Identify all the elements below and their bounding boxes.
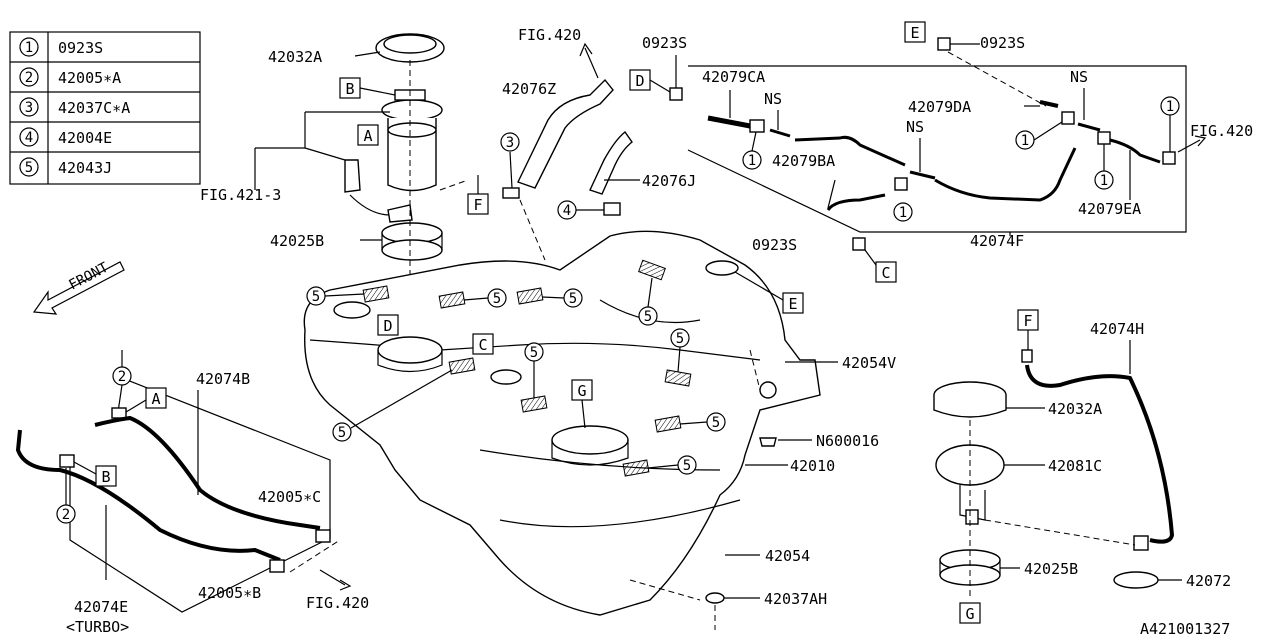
label-NS: NS xyxy=(906,118,924,136)
label-0923S: 0923S xyxy=(980,34,1025,52)
ref-box: D xyxy=(635,72,644,90)
label-42074E: 42074E xyxy=(74,598,128,616)
legend-part: 42004E xyxy=(58,129,112,147)
label-42079BA: 42079BA xyxy=(772,152,835,170)
callout-1: 1 xyxy=(1021,133,1029,149)
callout-5: 5 xyxy=(644,309,652,325)
label-42032A-right: 42032A xyxy=(1048,400,1102,418)
label-0923S: 0923S xyxy=(752,236,797,254)
label-42025B: 42025B xyxy=(270,232,324,250)
label-42032A: 42032A xyxy=(268,48,322,66)
callout-5: 5 xyxy=(493,291,501,307)
filler-hose: FIG.420 42076Z 42076J 3 4 xyxy=(500,26,696,261)
label-42074H: 42074H xyxy=(1090,320,1144,338)
ref-box: A xyxy=(151,390,160,408)
label-42081C: 42081C xyxy=(1048,457,1102,475)
label-42079CA: 42079CA xyxy=(702,68,765,86)
legend-num: 3 xyxy=(25,100,33,116)
callout-1: 1 xyxy=(899,205,907,221)
label-42074F: 42074F xyxy=(970,232,1024,250)
label-N600016: N600016 xyxy=(816,432,879,450)
legend-table: 1 0923S 2 42005∗A 3 42037C∗A 4 42004E 5 … xyxy=(9,31,201,185)
ref-box: A xyxy=(363,127,372,145)
legend-row: 3 42037C∗A xyxy=(19,97,130,117)
legend-part: 42043J xyxy=(58,159,112,177)
legend-row: 1 0923S xyxy=(19,37,103,57)
legend-part: 42005∗A xyxy=(58,69,121,87)
ref-box: F xyxy=(1023,312,1032,330)
label-42076Z: 42076Z xyxy=(502,80,556,98)
ref-box: B xyxy=(101,468,110,486)
label-turbo: <TURBO> xyxy=(66,618,129,636)
legend-row: 2 42005∗A xyxy=(19,67,121,87)
callout-5: 5 xyxy=(569,291,577,307)
callout-5: 5 xyxy=(683,458,691,474)
ref-box: G xyxy=(965,605,974,623)
legend-part: 0923S xyxy=(58,39,103,57)
label-42025B-right: 42025B xyxy=(1024,560,1078,578)
label-42005B: 42005∗B xyxy=(198,584,261,602)
front-arrow: FRONT xyxy=(32,259,125,315)
label-42076J: 42076J xyxy=(642,172,696,190)
ref-box: E xyxy=(910,24,919,42)
legend-num: 4 xyxy=(25,130,33,146)
fuel-tank: 5 5 5 5 5 5 5 5 5 D C G E 42054V N60001 xyxy=(303,230,896,630)
legend-part: 42037C∗A xyxy=(58,99,130,117)
ref-box: C xyxy=(881,264,890,282)
label-fig420-right: FIG.420 xyxy=(1190,122,1253,140)
label-fig420-bottom: FIG.420 xyxy=(306,594,369,612)
callout-5: 5 xyxy=(712,415,720,431)
right-pump-group: F 42074H 42072 42032A 42081C 42025B G xyxy=(933,309,1231,624)
label-42054: 42054 xyxy=(765,547,810,565)
ref-box: E xyxy=(788,295,797,313)
label-NS: NS xyxy=(1070,68,1088,86)
label-NS: NS xyxy=(764,90,782,108)
ref-box: F xyxy=(473,196,482,214)
callout-1: 1 xyxy=(1166,99,1174,115)
callout-4: 4 xyxy=(563,203,571,219)
label-fig420: FIG.420 xyxy=(518,26,581,44)
callout-1: 1 xyxy=(1100,173,1108,189)
callout-3: 3 xyxy=(506,135,514,151)
label-42054V: 42054V xyxy=(842,354,896,372)
callout-5: 5 xyxy=(676,331,684,347)
callout-2: 2 xyxy=(62,507,70,523)
label-42074B: 42074B xyxy=(196,370,250,388)
callout-5: 5 xyxy=(338,425,346,441)
left-pipe-group: 42074B 2 A B 2 42005∗C 42005∗B FIG.420 4… xyxy=(15,350,369,636)
legend-num: 2 xyxy=(25,70,33,86)
callout-2: 2 xyxy=(118,369,126,385)
legend-num: 5 xyxy=(25,160,33,176)
ref-box: C xyxy=(478,336,487,354)
legend-row: 4 42004E xyxy=(19,127,112,147)
evap-pipe-group: 0923S D 42079CA NS 1 42079BA 42079DA NS … xyxy=(629,21,1253,283)
legend-row: 5 42043J xyxy=(19,157,112,177)
ref-box: G xyxy=(577,382,586,400)
label-fig421-3: FIG.421-3 xyxy=(200,186,281,204)
legend-num: 1 xyxy=(25,40,33,56)
label-42005C: 42005∗C xyxy=(258,488,321,506)
callout-1: 1 xyxy=(748,153,756,169)
ref-box: B xyxy=(345,80,354,98)
label-42010: 42010 xyxy=(790,457,835,475)
label-42079EA: 42079EA xyxy=(1078,200,1141,218)
label-42037AH: 42037AH xyxy=(764,590,827,608)
diagram-code: A421001327 xyxy=(1140,620,1230,638)
ref-box: D xyxy=(383,317,392,335)
callout-5: 5 xyxy=(530,345,538,361)
label-42072: 42072 xyxy=(1186,572,1231,590)
callout-5: 5 xyxy=(312,289,320,305)
label-42079DA: 42079DA xyxy=(908,98,971,116)
fuel-pump-assembly: A B F xyxy=(254,33,489,350)
label-0923S: 0923S xyxy=(642,34,687,52)
